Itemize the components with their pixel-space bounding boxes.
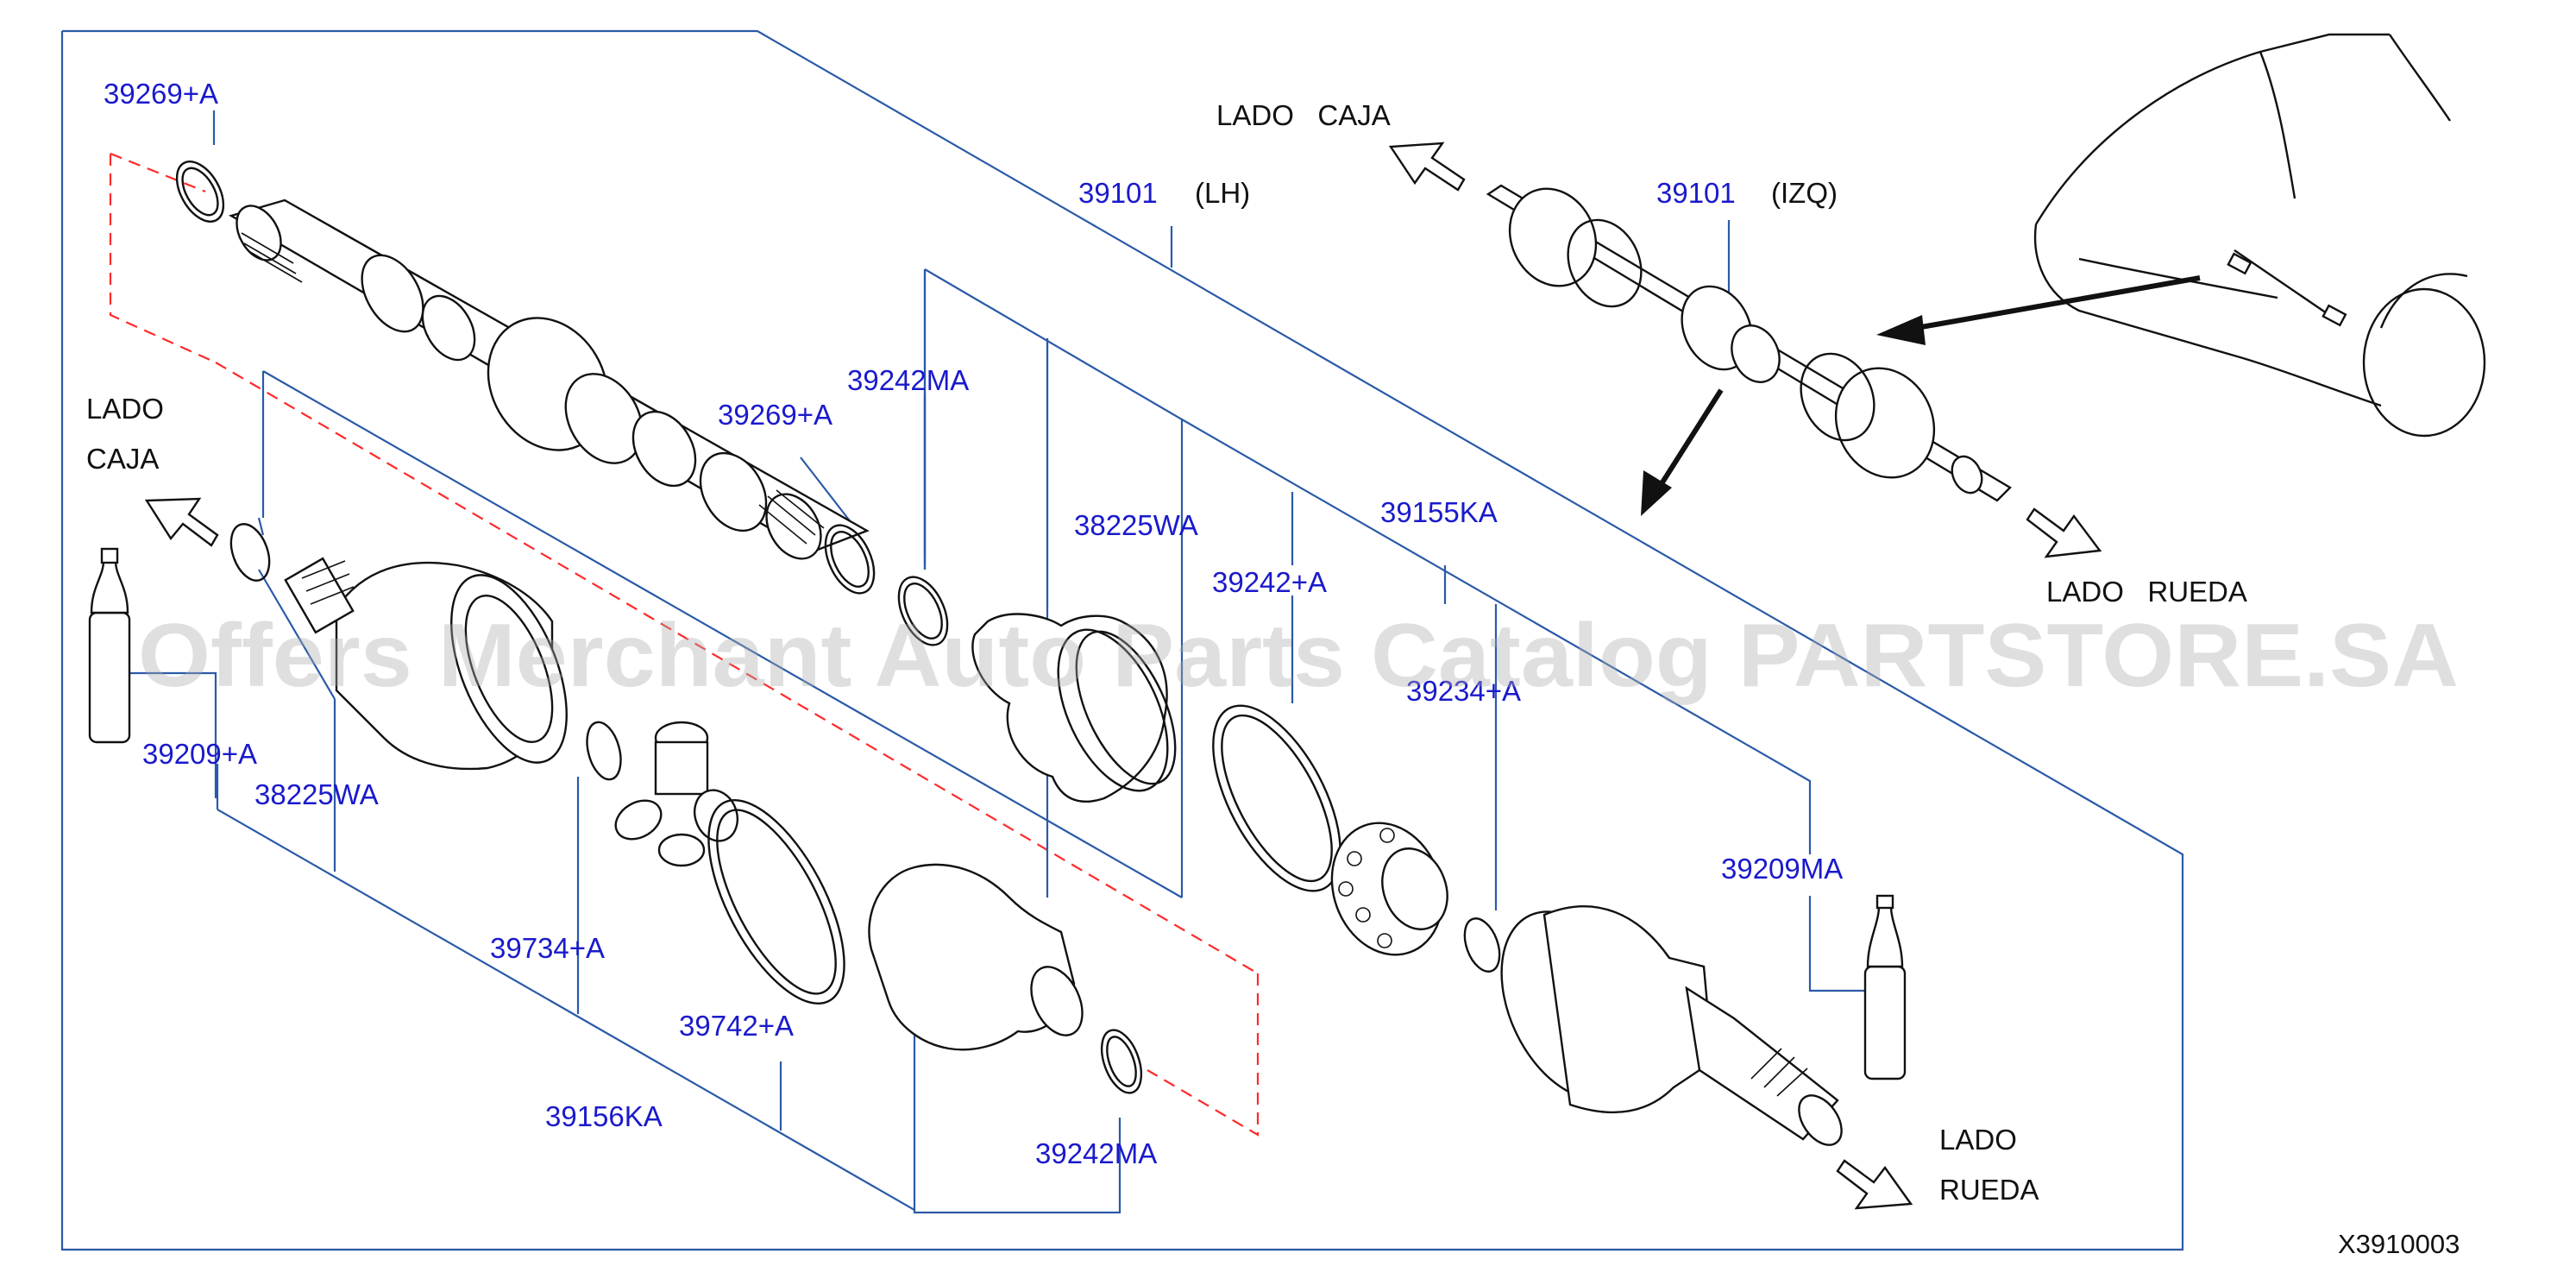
boot-inner[interactable] <box>868 863 1092 1051</box>
circlip[interactable] <box>581 718 626 783</box>
part-39269a-mid[interactable]: 39269+A <box>718 399 832 431</box>
subassembly-outline-diagonal-b <box>215 362 1259 974</box>
boot-band-inner[interactable] <box>682 780 872 1024</box>
part-39101-lh[interactable]: 39101 <box>1078 177 1158 209</box>
part-39242a[interactable]: 39242+A <box>1212 566 1327 598</box>
boot-clamp-mid-2[interactable] <box>889 570 957 652</box>
part-39242ma-bottom[interactable]: 39242MA <box>1035 1137 1157 1169</box>
figure-code: X3910003 <box>2338 1229 2460 1259</box>
part-39209a[interactable]: 39209+A <box>142 738 257 770</box>
part-39742a[interactable]: 39742+A <box>679 1010 794 1042</box>
part-39234a[interactable]: 39234+A <box>1406 675 1521 707</box>
snap-ring-inner[interactable] <box>224 519 277 586</box>
boot-clamp-bottom[interactable] <box>1094 1024 1149 1098</box>
arrow-to-wheel-bottom <box>1836 1159 1913 1210</box>
pointer-arrow-car <box>1876 275 2201 345</box>
boot-band-large[interactable] <box>1187 686 1367 910</box>
label-lado-left: LADO <box>86 393 164 425</box>
arrow-to-gearbox-left <box>144 497 219 547</box>
inner-cv-housing[interactable] <box>284 557 590 778</box>
part-39734a[interactable]: 39734+A <box>490 932 605 964</box>
subassembly-outline-diagonal-a <box>110 152 206 193</box>
grease-tube-right[interactable] <box>1863 894 1907 1080</box>
part-39155ka[interactable]: 39155KA <box>1380 496 1498 528</box>
boot-outer[interactable] <box>971 613 1196 807</box>
label-lado-rueda-top: LADO RUEDA <box>2046 576 2247 608</box>
pointer-arrow-down <box>1641 388 1724 516</box>
part-39101-lh-side: (LH) <box>1195 177 1250 209</box>
arrow-to-gearbox-top <box>1388 142 1466 192</box>
part-38225wa-right[interactable]: 38225WA <box>1074 509 1198 541</box>
label-lado-caja-top: LADO CAJA <box>1216 99 1391 131</box>
leader-lines <box>128 110 1874 1214</box>
car-outline <box>2033 33 2486 438</box>
boot-clamp-top[interactable] <box>167 154 233 230</box>
arrow-to-wheel-top <box>2026 507 2102 558</box>
label-lado-bottom: LADO <box>1939 1124 2017 1156</box>
part-38225wa-left[interactable]: 38225WA <box>254 778 379 810</box>
subassembly-outline-right <box>1147 973 1260 1137</box>
snap-ring-outer[interactable] <box>1458 914 1506 976</box>
intermediate-shaft[interactable] <box>228 198 870 569</box>
overview-shaft[interactable] <box>1486 174 2012 502</box>
part-39101-izq-side: (IZQ) <box>1771 177 1838 209</box>
label-caja-left: CAJA <box>86 443 159 475</box>
watermark: Offers Merchant Auto Parts Catalog PARTS… <box>138 606 2459 706</box>
label-rueda-bottom: RUEDA <box>1939 1174 2039 1206</box>
diagram-frame <box>60 29 2184 1251</box>
boot-clamp-mid[interactable] <box>815 518 883 601</box>
outer-cv-joint[interactable] <box>1473 889 1850 1152</box>
part-39269a-top[interactable]: 39269+A <box>104 78 218 110</box>
part-39156ka[interactable]: 39156KA <box>545 1100 663 1132</box>
bearing-cage[interactable] <box>1314 807 1461 970</box>
tripod-joint[interactable] <box>609 721 745 867</box>
part-39209ma[interactable]: 39209MA <box>1721 853 1843 885</box>
subassembly-outline-top <box>109 154 217 364</box>
grease-tube-left[interactable] <box>88 547 131 744</box>
part-39242ma-mid[interactable]: 39242MA <box>847 364 969 396</box>
part-39101-izq[interactable]: 39101 <box>1656 177 1736 209</box>
